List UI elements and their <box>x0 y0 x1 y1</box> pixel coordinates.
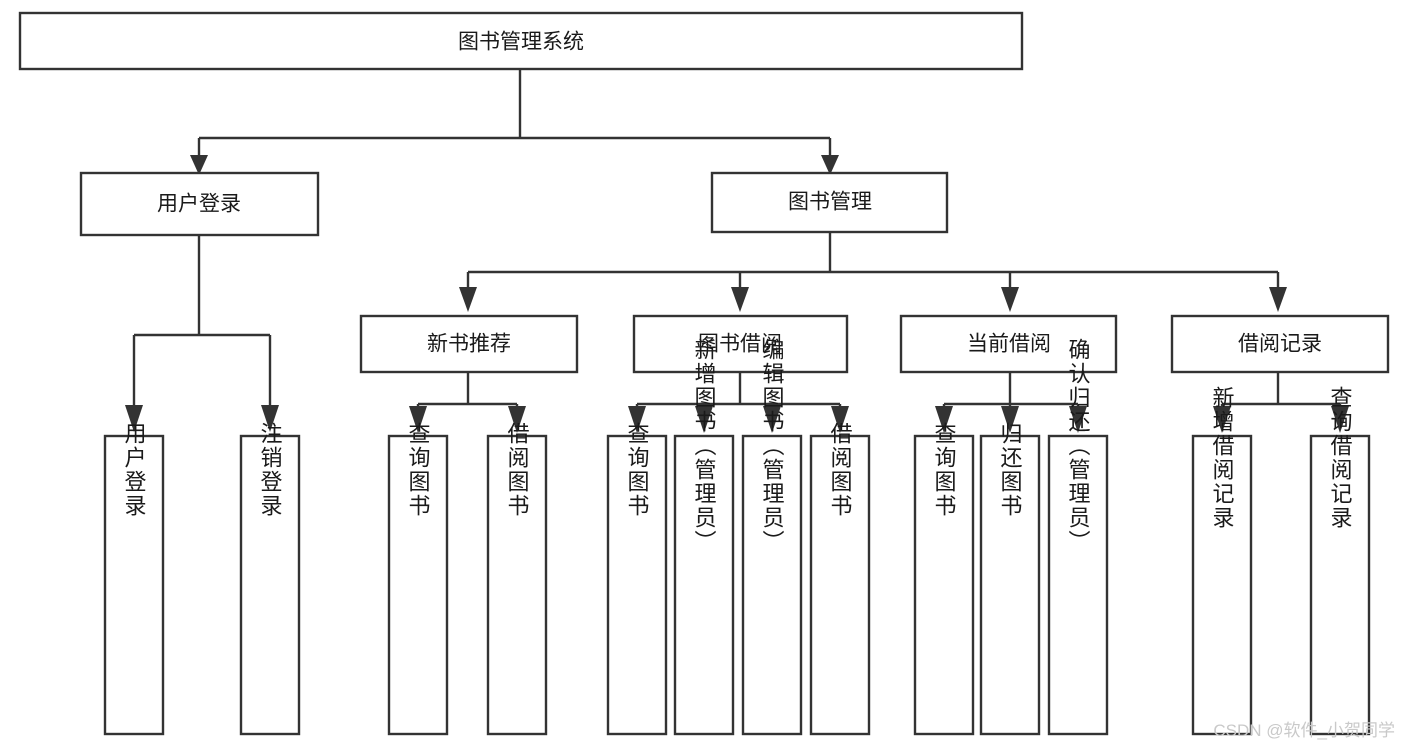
node-book-manage[interactable]: 图书管理 <box>710 171 949 234</box>
connector-new-book-recommend-stem <box>416 372 519 412</box>
leaf-box-nbr-borrow-book[interactable] <box>486 434 548 736</box>
leaf-box-bb-edit-book[interactable] <box>741 434 803 736</box>
leaf-label-user-login: 用户登录 <box>122 422 147 518</box>
leaf-box-br-query-record[interactable] <box>1309 434 1371 736</box>
book-manage-box[interactable] <box>710 171 949 234</box>
watermark: CSDN @软件_小贺同学 <box>1213 721 1395 740</box>
node-user-login[interactable]: 用户登录 <box>79 171 320 237</box>
user-login-label: 用户登录 <box>157 193 241 216</box>
arrow-cb-leaf-2 <box>1001 406 1019 433</box>
current-borrow-box[interactable] <box>899 314 1118 374</box>
leaf-node[interactable]: 新增借阅记录 <box>1191 386 1253 736</box>
leaf-label-logout: 注销登录 <box>258 422 283 518</box>
leaf-node[interactable]: 查询借阅记录 <box>1309 386 1371 736</box>
leaf-box-bb-add-book[interactable] <box>673 434 735 736</box>
new-book-recommend-box[interactable] <box>359 314 579 374</box>
arrow-to-book-manage <box>821 155 839 175</box>
leaf-label-bb-query-book: 查询图书 <box>625 422 650 518</box>
current-borrow-label: 当前借阅 <box>967 333 1051 356</box>
arrow-to-leaf-user-login <box>125 405 143 432</box>
leaf-label-nbr-borrow-book: 借阅图书 <box>505 422 530 518</box>
leaf-node[interactable]: 注销登录 <box>239 422 301 736</box>
leaf-box-user-login[interactable] <box>103 434 165 736</box>
arrow-nbr-leaf-2 <box>508 406 526 433</box>
node-book-borrow[interactable]: 图书借阅 <box>632 314 849 374</box>
book-manage-label: 图书管理 <box>788 191 872 214</box>
connector-borrow-record-stem <box>1220 372 1342 412</box>
leaf-node[interactable]: 借阅图书 <box>809 422 871 736</box>
leaf-node[interactable]: 用户登录 <box>103 422 165 736</box>
leaf-box-bb-query-book[interactable] <box>606 434 668 736</box>
leaf-box-bb-borrow-book[interactable] <box>809 434 871 736</box>
arrow-cb-leaf-3 <box>1069 406 1087 433</box>
arrow-to-book-borrow <box>731 287 749 312</box>
connectors-group <box>125 69 1349 433</box>
connector-user-login-stem <box>132 235 272 408</box>
connector-book-manage-stem <box>466 232 1280 290</box>
leaf-node[interactable]: 借阅图书 <box>486 422 548 736</box>
root-label: 图书管理系统 <box>458 31 584 54</box>
leaf-box-cb-confirm-return[interactable] <box>1047 434 1109 736</box>
arrow-to-borrow-record <box>1269 287 1287 312</box>
leaf-label-bb-add-book: 新增图书（管理员） <box>692 338 717 554</box>
arrow-nbr-leaf-1 <box>409 406 427 433</box>
leaf-node[interactable]: 查询图书 <box>387 422 449 736</box>
leaf-label-cb-query-book: 查询图书 <box>932 422 957 518</box>
arrow-bb-leaf-3 <box>763 406 781 433</box>
leaf-label-cb-confirm-return: 确认归还（管理员） <box>1066 338 1091 554</box>
arrow-br-leaf-1 <box>1213 406 1231 433</box>
leaf-label-cb-return-book: 归还图书 <box>998 422 1023 518</box>
leaf-label-bb-borrow-book: 借阅图书 <box>828 422 853 518</box>
arrow-cb-leaf-1 <box>935 406 953 433</box>
user-login-box[interactable] <box>79 171 320 237</box>
arrow-bb-leaf-2 <box>695 406 713 433</box>
arrow-to-leaf-logout <box>261 405 279 432</box>
node-new-book-recommend[interactable]: 新书推荐 <box>359 314 579 374</box>
leaf-label-bb-edit-book: 编辑图书（管理员） <box>760 338 785 554</box>
leaf-node[interactable]: 编辑图书（管理员） <box>741 338 803 736</box>
borrow-record-box[interactable] <box>1170 314 1390 374</box>
arrow-to-new-book-recommend <box>459 287 477 312</box>
borrow-record-label: 借阅记录 <box>1238 333 1322 356</box>
leaf-box-nbr-query-book[interactable] <box>387 434 449 736</box>
new-book-recommend-label: 新书推荐 <box>427 333 511 356</box>
leaf-box-logout[interactable] <box>239 434 301 736</box>
leaf-box-br-add-record[interactable] <box>1191 434 1253 736</box>
leaf-node[interactable]: 查询图书 <box>913 422 975 736</box>
leaf-node[interactable]: 新增图书（管理员） <box>673 338 735 736</box>
leaf-label-nbr-query-book: 查询图书 <box>406 422 431 518</box>
node-root[interactable]: 图书管理系统 <box>18 11 1024 71</box>
leaf-label-br-query-record: 查询借阅记录 <box>1328 386 1353 530</box>
connector-root-stem <box>197 69 832 158</box>
arrow-to-user-login <box>190 155 208 175</box>
book-borrow-box[interactable] <box>632 314 849 374</box>
node-current-borrow[interactable]: 当前借阅 <box>899 314 1118 374</box>
leaf-node[interactable]: 归还图书 <box>979 422 1041 736</box>
leaf-box-cb-query-book[interactable] <box>913 434 975 736</box>
arrow-bb-leaf-1 <box>628 406 646 433</box>
book-borrow-label: 图书借阅 <box>698 333 782 356</box>
arrow-to-current-borrow <box>1001 287 1019 312</box>
leaf-node[interactable]: 确认归还（管理员） <box>1047 338 1109 736</box>
leaf-node[interactable]: 查询图书 <box>606 422 668 736</box>
leaf-label-br-add-record: 新增借阅记录 <box>1210 386 1235 530</box>
root-box[interactable] <box>18 11 1024 71</box>
arrow-br-leaf-2 <box>1331 406 1349 433</box>
node-borrow-record[interactable]: 借阅记录 <box>1170 314 1390 374</box>
connector-book-borrow-stem <box>635 372 842 412</box>
leaf-box-cb-return-book[interactable] <box>979 434 1041 736</box>
arrow-bb-leaf-4 <box>831 406 849 433</box>
